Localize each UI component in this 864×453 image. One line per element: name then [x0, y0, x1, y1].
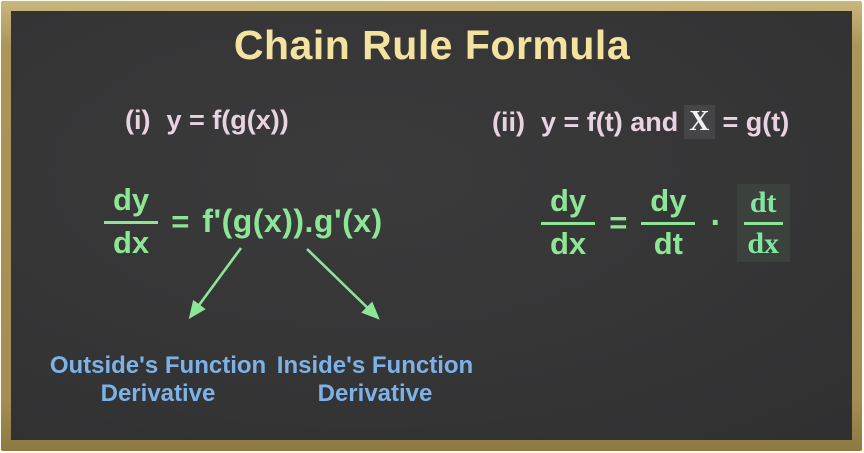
fraction-numerator: dy — [104, 183, 159, 224]
case-i-label: (i) — [125, 105, 151, 135]
fraction-dy-dx: dy dx — [104, 183, 159, 260]
multiplication-dot: · — [710, 203, 722, 242]
inside-derivative-line1: Inside's Function — [276, 352, 474, 379]
fraction-dy-dx: dy dx — [541, 185, 596, 261]
case-ii-statement: (ii) y = f(t) and X = g(t) — [492, 105, 789, 139]
fraction-denominator: dx — [747, 226, 779, 260]
case-ii-equation-prefix: y = f(t) and — [541, 106, 679, 137]
outside-derivative-line1: Outside's Function — [49, 352, 267, 379]
chalkboard — [11, 11, 852, 440]
fraction-denominator: dx — [113, 224, 150, 260]
page-title: Chain Rule Formula — [233, 22, 631, 68]
equals-sign: = — [171, 203, 190, 239]
formula-i-rhs: f'(g(x)).g'(x) — [202, 203, 383, 240]
case-ii-label: (ii) — [492, 106, 525, 137]
fraction-dy-dt: dy dt — [641, 185, 696, 261]
case-i-statement: (i) y = f(g(x)) — [125, 105, 289, 136]
case-ii-equation-suffix: = g(t) — [722, 106, 790, 137]
outside-derivative-line2: Derivative — [100, 380, 216, 407]
fraction-denominator: dx — [550, 226, 587, 261]
fraction-numerator: dy — [641, 185, 696, 225]
case-i-equation: y = f(g(x)) — [166, 105, 289, 135]
formula-case-i: dy dx = f'(g(x)).g'(x) — [104, 183, 383, 260]
case-ii-x-variable: X — [684, 105, 715, 139]
outside-derivative-label: Outside's Function Derivative — [48, 352, 268, 408]
fraction-dt-dx: dt dx — [736, 184, 790, 262]
fraction-numerator: dt — [743, 187, 783, 225]
inside-derivative-line2: Derivative — [317, 380, 433, 407]
fraction-numerator: dy — [541, 185, 596, 225]
fraction-denominator: dt — [653, 226, 684, 261]
inside-derivative-label: Inside's Function Derivative — [275, 352, 475, 408]
equals-sign: = — [609, 205, 628, 240]
formula-case-ii: dy dx = dy dt · dt dx — [541, 184, 790, 262]
